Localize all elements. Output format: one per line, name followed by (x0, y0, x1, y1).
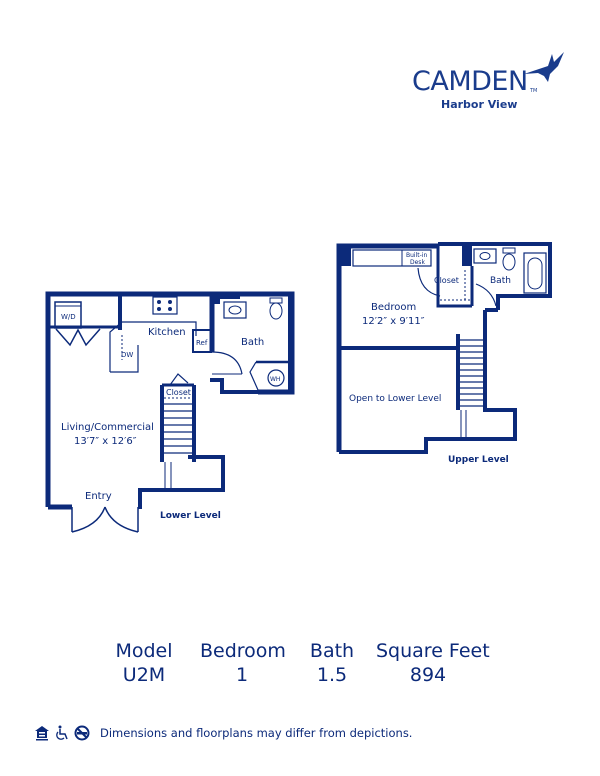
brand-name: CAMDEN (412, 66, 528, 97)
bedroom-label: Bedroom (371, 302, 416, 313)
entry-label: Entry (85, 491, 112, 502)
open-to-lower-label: Open to Lower Level (349, 394, 441, 404)
upper-level-label: Upper Level (448, 455, 509, 465)
lower-bath-label: Bath (241, 337, 264, 348)
lower-closet-label: Closet (166, 388, 191, 397)
wd-label: W/D (61, 313, 76, 321)
upper-bath-label: Bath (490, 276, 511, 286)
upper-level-plan (336, 242, 552, 454)
spec-bedroom-label: Bedroom (200, 640, 286, 662)
bedroom-dims: 12′2″ x 9′11″ (362, 316, 425, 327)
wh-label: WH (270, 376, 280, 383)
floorplan-diagram: W/D Kitchen DW Ref Bath WH Closet Living… (45, 242, 552, 533)
spec-model-label: Model (115, 640, 173, 662)
hummingbird-icon (524, 52, 564, 82)
community-name: Harbor View (441, 98, 518, 111)
camden-logo: CAMDEN TM Harbor View (412, 50, 564, 111)
unit-specs: Model U2M Bedroom 1 Bath 1.5 Square Feet… (100, 640, 500, 690)
spec-square-feet-value: 894 (409, 664, 447, 686)
kitchen-label: Kitchen (148, 327, 186, 338)
footer: Dimensions and floorplans may differ fro… (34, 722, 412, 744)
builtin-desk-label-1: Built-in (406, 252, 427, 259)
equal-housing-icon (35, 726, 49, 741)
builtin-desk-label-2: Desk (410, 259, 425, 266)
lower-level-label: Lower Level (160, 511, 221, 521)
spec-bath: Bath 1.5 (308, 640, 356, 686)
accessibility-icon (56, 725, 68, 740)
no-smoking-icon (74, 725, 90, 741)
spec-bath-value: 1.5 (316, 664, 348, 686)
spec-bath-label: Bath (309, 640, 355, 662)
living-label: Living/Commercial (61, 422, 154, 433)
upper-closet-label: Closet (434, 276, 459, 285)
ref-label: Ref (196, 339, 208, 347)
living-dims: 13′7″ x 12′6″ (74, 436, 137, 447)
spec-square-feet-label: Square Feet (376, 640, 490, 662)
compliance-icons (34, 725, 90, 741)
trademark: TM (530, 88, 538, 94)
spec-bedroom-value: 1 (235, 664, 249, 686)
dw-label: DW (121, 351, 133, 359)
lower-level-plan (45, 291, 295, 533)
spec-model: Model U2M (114, 640, 174, 686)
spec-bedroom: Bedroom 1 (200, 640, 286, 686)
disclaimer: Dimensions and floorplans may differ fro… (100, 726, 413, 740)
spec-square-feet: Square Feet 894 (376, 640, 490, 686)
spec-model-value: U2M (122, 664, 166, 686)
